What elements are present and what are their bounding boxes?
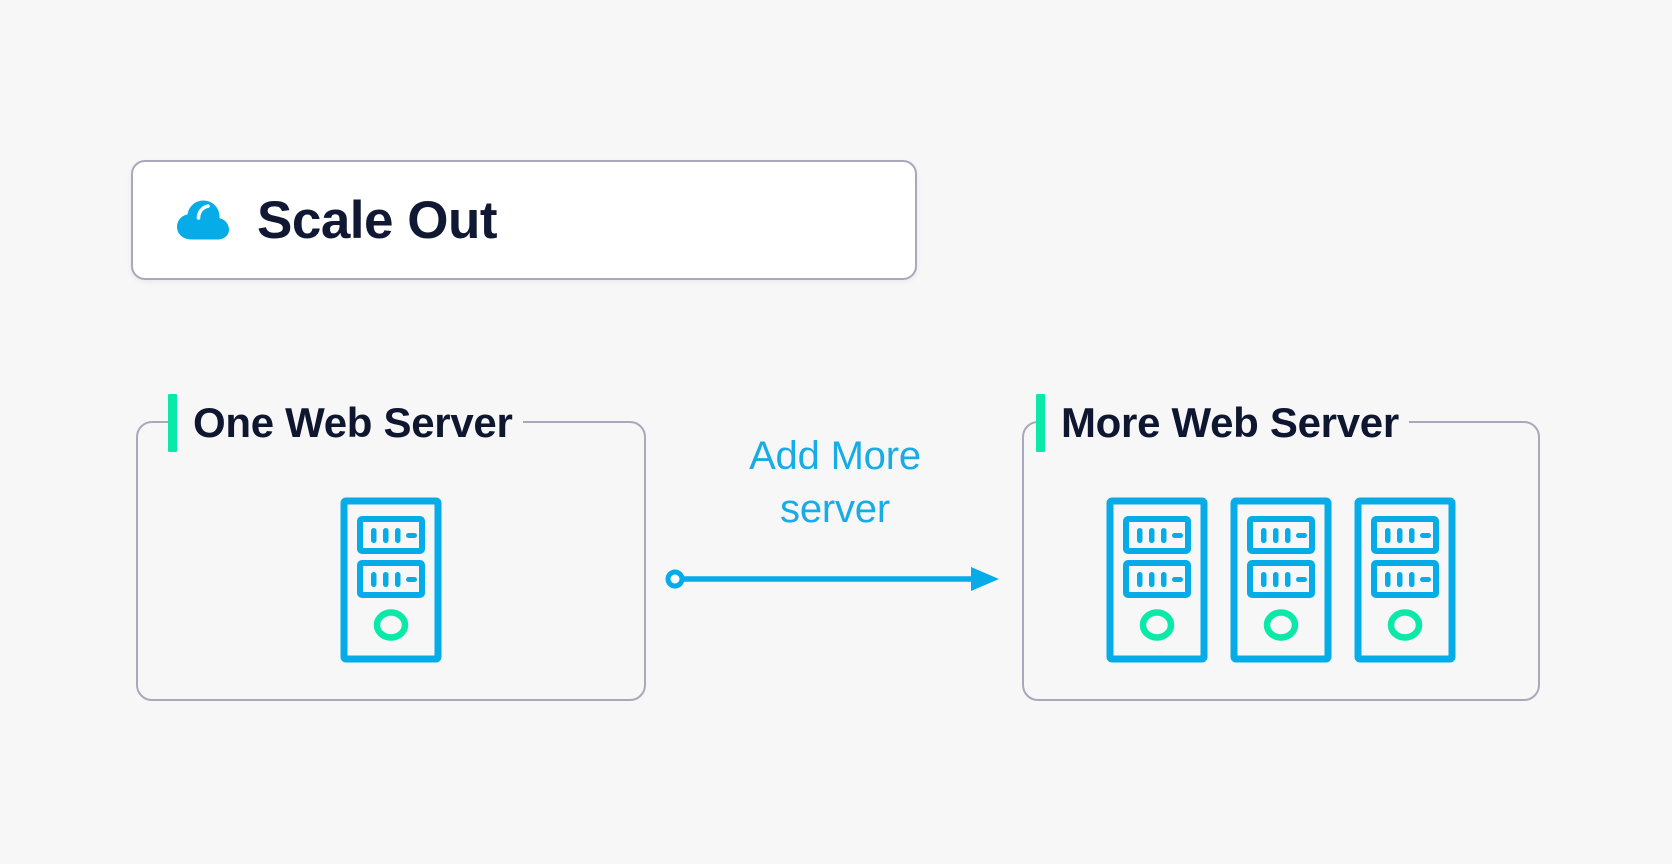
accent-bar-icon <box>168 394 177 452</box>
server-icon[interactable] <box>1354 497 1456 663</box>
connector-label: Add More server <box>655 430 1015 536</box>
panel-body-right <box>1024 461 1538 699</box>
panel-body-left <box>138 461 644 699</box>
page-title: Scale Out <box>257 190 497 250</box>
cloud-icon <box>177 200 229 240</box>
server-icon[interactable] <box>1230 497 1332 663</box>
panel-title-right: More Web Server <box>1036 392 1409 454</box>
connector-add-more-server: Add More server <box>655 430 1015 620</box>
accent-bar-icon <box>1036 394 1045 452</box>
panel-more-web-server: More Web Server <box>1022 392 1540 701</box>
server-icon[interactable] <box>1106 497 1208 663</box>
connector-label-line2: server <box>780 486 890 531</box>
arrow-right-icon <box>665 567 999 591</box>
connector-label-line1: Add More <box>749 434 921 478</box>
panel-one-web-server: One Web Server <box>136 392 646 701</box>
server-icon[interactable] <box>340 497 442 663</box>
panel-title-label: More Web Server <box>1061 399 1399 446</box>
panel-title-left: One Web Server <box>168 392 523 454</box>
header-card: Scale Out <box>131 160 917 280</box>
panel-title-label: One Web Server <box>193 399 513 446</box>
